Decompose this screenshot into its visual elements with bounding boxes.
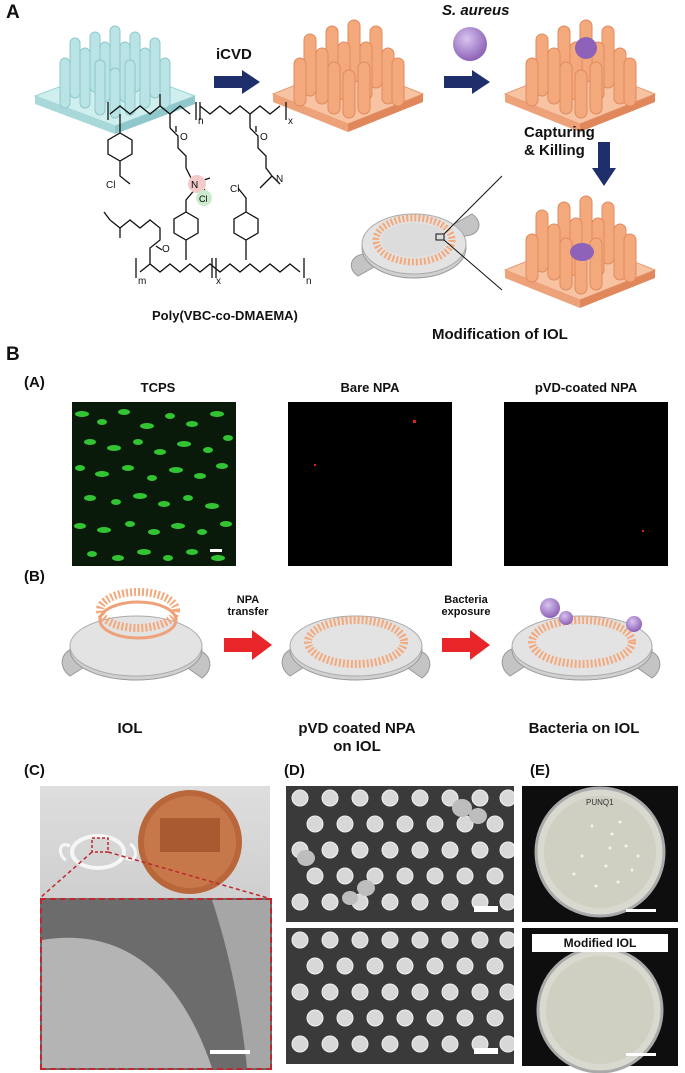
chem-n-sub: n [198,116,204,127]
scale-bar [626,909,656,912]
chem-n-amine: N [276,174,283,185]
chem-x-sub-b: x [216,276,221,287]
chem-cl-minus: Cl [199,194,208,204]
arrow-right-red-icon [442,630,490,660]
caption-bacteria-iol: Bacteria on IOL [528,720,640,737]
icvd-label: iCVD [216,46,252,63]
chem-cl-mid: Cl [230,184,239,195]
glass-pillar-array [33,25,197,134]
iol-lens-icon [350,175,503,291]
agar-plate-control: PUNQ1 [522,786,678,922]
chem-o-c: O [162,244,170,255]
pvd-npa-fluorescence-image [504,402,668,566]
sub-b-label: (B) [24,568,45,585]
scale-bar [626,1053,656,1056]
coated-pillar-array [271,19,425,132]
modified-iol-label: Modified IOL [532,934,668,952]
pillar-array-killing [503,195,657,308]
iol-npa-coated-icon [281,615,431,681]
arrow-right-icon [214,70,260,94]
sub-d-label: (D) [284,762,305,779]
arrow-right-red-icon [224,630,272,660]
zoom-connector-lines [39,851,269,899]
scale-bar [210,549,222,552]
chem-n-plus: N [191,180,198,191]
capture-label: Capturing & Killing [524,124,595,159]
bacterium-icon [453,27,487,61]
sem-pillars-clean [286,928,514,1064]
title-bare-npa: Bare NPA [340,380,400,395]
arrow-down-icon [592,142,616,186]
sub-e-label: (E) [530,762,550,779]
chem-m-sub: m [138,276,146,287]
caption-iol: IOL [117,720,143,737]
iol-with-npa-icon [61,588,211,681]
chem-cl-left: Cl [106,180,115,191]
bare-npa-fluorescence-image [288,402,452,566]
tcps-fluorescence-image [72,402,236,566]
iol-bacteria-icon [501,598,661,681]
sub-a-label: (A) [24,374,45,391]
polymer-structure: Cl n x O O N Cl x n m O N Cl [103,94,312,287]
chem-n-sub-b: n [306,276,312,287]
panel-b-label: B [6,344,20,365]
caption-pvd-npa-iol: pVD coated NPA on IOL [298,720,416,755]
organism-label: S. aureus [442,2,510,19]
modification-label: Modification of IOL [432,326,568,343]
chem-x-sub: x [288,116,293,127]
chem-o-b: O [260,132,268,143]
iol-sem-zoom [40,898,272,1070]
bacteria-exposure-label: Bacteria exposure [441,594,491,618]
scale-bar [474,906,498,912]
title-tcps: TCPS [140,380,176,395]
panel-a-label: A [6,2,20,23]
chem-o-a: O [180,132,188,143]
agar-plate-modified: Modified IOL [522,928,678,1073]
pillar-array-with-bacterium [503,19,657,132]
polymer-name: Poly(VBC-co-DMAEMA) [152,308,298,323]
scale-bar [474,1048,498,1054]
iol-penny-photo [40,786,270,898]
plate-label-text: PUNQ1 [586,798,614,807]
npa-transfer-label: NPA transfer [227,594,269,618]
arrow-right-icon [444,70,490,94]
sub-c-label: (C) [24,762,45,779]
scale-bar [210,1050,250,1054]
sem-pillars-bacteria [286,786,514,922]
title-pvd-npa: pVD-coated NPA [534,380,638,395]
